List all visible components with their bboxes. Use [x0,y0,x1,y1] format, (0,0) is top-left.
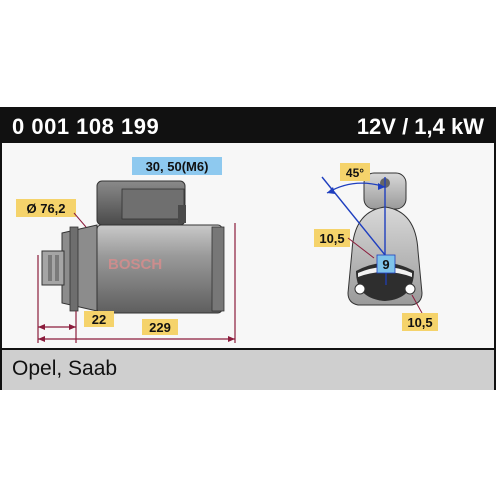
dim-22-arrow-right [69,324,76,330]
dim-left-label: 10,5 [319,231,344,246]
pinion-teeth [48,255,52,281]
angle-label: 45° [346,166,364,180]
dim-left-box [314,229,350,247]
dim-right-box [402,313,438,331]
mount-flange [69,226,79,312]
end-cap [211,226,225,312]
dim-229-arrow-left [38,336,45,342]
technical-drawing: BOSCH 30, 50(M6) Ø 76,2 22 229 [2,143,494,348]
starter-side-view: BOSCH [41,180,225,314]
power-spec: 12V / 1,4 kW [356,114,484,139]
solenoid-cap [121,188,185,220]
dim-right-label: 10,5 [407,315,432,330]
diameter-leader [73,212,87,228]
header-bar: 0 001 108 199 12V / 1,4 kW [2,109,494,143]
mount-hole-right [404,283,416,295]
mount-hole-left [354,283,366,295]
pinion-gear [41,250,65,286]
dim-left-leader [347,237,375,259]
dim-22-arrow-left [38,324,45,330]
solenoid-terminal [178,205,186,223]
product-card: 0 001 108 199 12V / 1,4 kW [0,107,496,390]
vehicle-applications: Opel, Saab [12,357,118,380]
part-number: 0 001 108 199 [12,114,160,139]
brand-label: BOSCH [108,256,162,273]
dim-229-label: 229 [149,320,171,335]
dim-22-label: 22 [92,312,106,327]
application-footer: Opel, Saab [2,348,494,390]
teeth-label: 9 [382,257,389,272]
angle-arrow-right [378,183,385,190]
angle-arrow-left [327,187,335,194]
diameter-label: Ø 76,2 [26,201,65,216]
dim-22-box [84,311,114,327]
drawing-svg: BOSCH 30, 50(M6) Ø 76,2 22 229 [16,157,438,343]
drive-housing [61,224,98,312]
bolt-label-box [132,157,222,175]
angle-box [340,163,370,181]
diameter-label-box [16,199,76,217]
bolt-label: 30, 50(M6) [146,159,209,174]
dim-229-arrow-right [228,336,235,342]
dim-right-leader [411,294,423,314]
pinion-teeth-2 [55,255,59,281]
dim-229-box [142,319,178,335]
